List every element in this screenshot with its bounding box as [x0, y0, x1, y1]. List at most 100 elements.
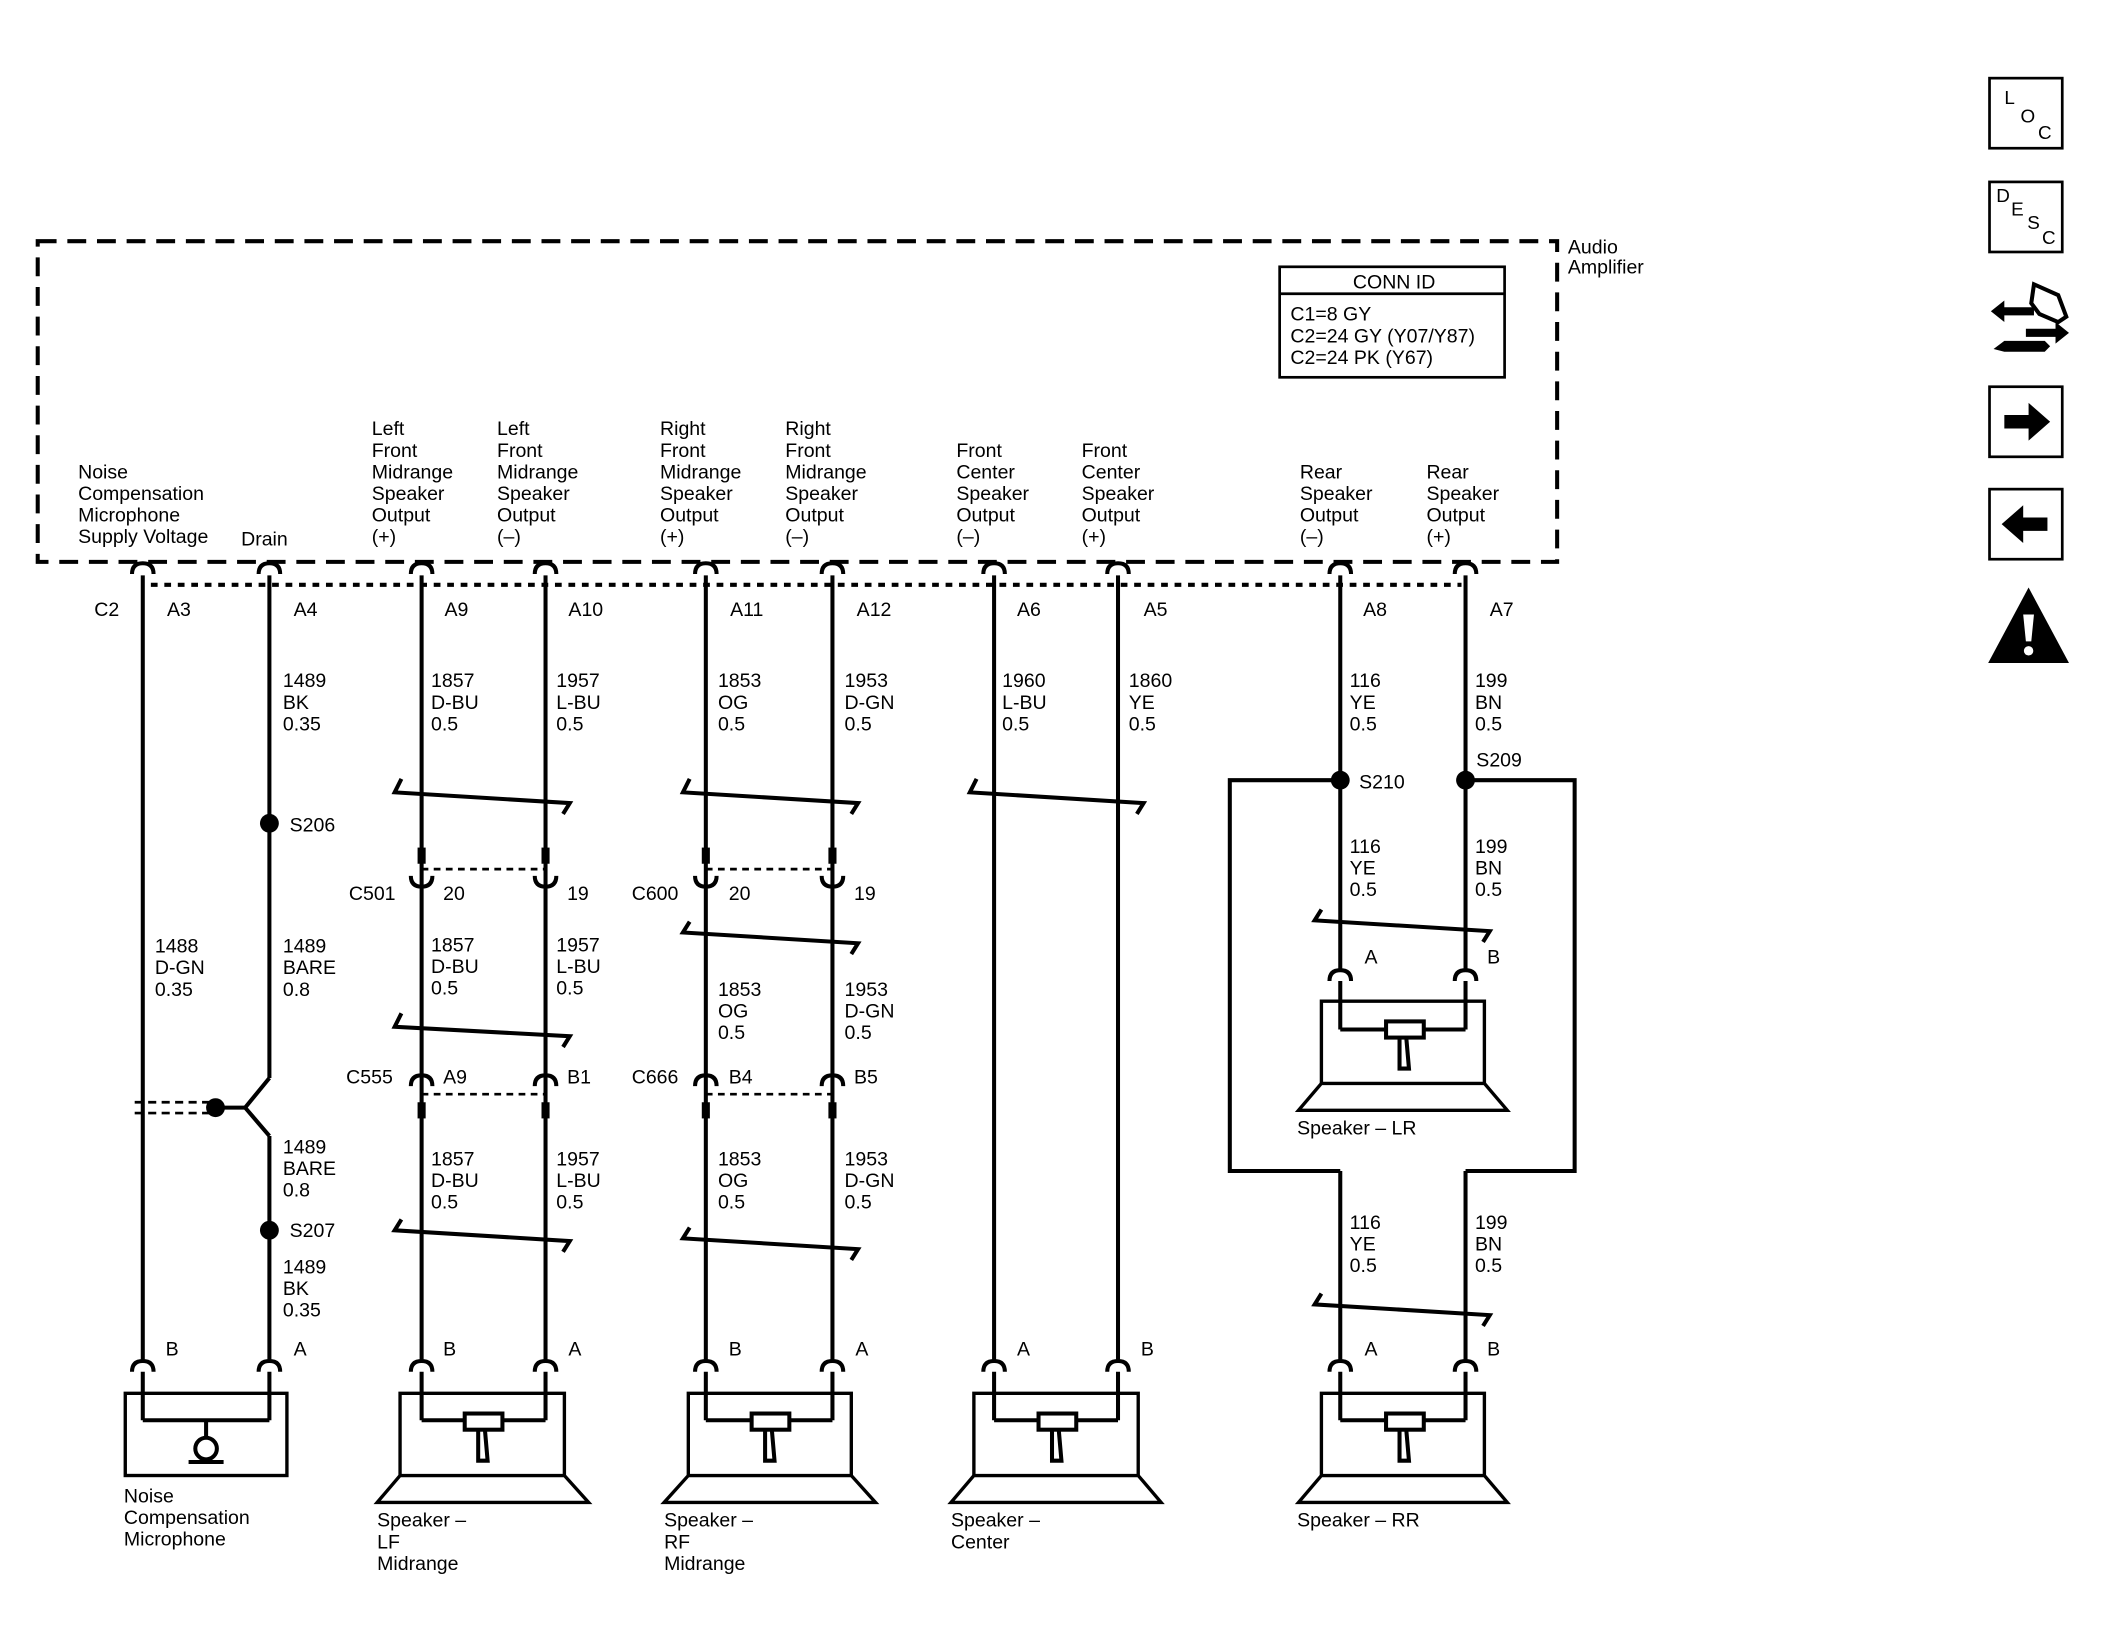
output-label: Drain [241, 529, 288, 551]
device-pin-label: B [729, 1339, 742, 1361]
wire-label: 1857 [431, 934, 474, 956]
pin-label: A5 [1144, 599, 1168, 621]
loc-icon[interactable]: L O C [1988, 76, 2064, 150]
pin-label: A7 [1490, 599, 1514, 621]
device-pin-label: A [1365, 946, 1378, 968]
wire-label: 0.5 [1475, 1255, 1502, 1277]
device-label: Compensation [124, 1507, 250, 1529]
desc-letter: D [1996, 184, 2010, 207]
wire-label: D-GN [845, 1000, 895, 1022]
wire-label: 0.5 [718, 1192, 745, 1214]
output-label: Speaker [956, 483, 1029, 505]
warning-icon[interactable] [1985, 585, 2071, 666]
device-label: RF [664, 1531, 690, 1553]
device-label: Noise [124, 1485, 174, 1507]
pin-label: A6 [1017, 599, 1041, 621]
wire-label: BK [283, 692, 309, 714]
output-label: Output [1426, 504, 1485, 526]
inline-connector-label: C555 [346, 1066, 393, 1088]
device-label: Midrange [377, 1553, 458, 1575]
wire-label: 0.5 [1350, 713, 1377, 735]
wire-label: 1853 [718, 979, 761, 1001]
output-label: Center [956, 461, 1015, 483]
desc-letter: E [2011, 198, 2024, 220]
device-pin-label: B [443, 1339, 456, 1361]
wire-label: BN [1475, 1233, 1502, 1255]
output-label: Output [1082, 504, 1141, 526]
output-label: Compensation [78, 483, 204, 505]
shield-splice-dot [206, 1098, 225, 1118]
wire-label: 1853 [718, 670, 761, 692]
wire-label: 0.5 [556, 713, 583, 735]
wire-label: YE [1129, 692, 1155, 714]
wire-label: 1489 [283, 670, 326, 692]
output-label: Output [785, 504, 844, 526]
wire-label: D-GN [845, 1170, 895, 1192]
amplifier-name-1: Audio [1568, 236, 1618, 258]
conn-id-box: CONN ID C1=8 GY C2=24 GY (Y07/Y87) C2=24… [1278, 265, 1506, 379]
output-label: Speaker [372, 483, 445, 505]
desc-icon[interactable]: D E S C [1988, 180, 2064, 254]
swap-icon[interactable] [1985, 276, 2074, 365]
device-pin-label: A [1017, 1339, 1030, 1361]
wire-label: 0.35 [155, 979, 193, 1001]
output-label: (–) [1300, 526, 1324, 548]
output-label: (+) [1426, 526, 1450, 548]
conn-id-line: C2=24 PK (Y67) [1290, 347, 1433, 369]
output-label: Midrange [372, 461, 453, 483]
wire-label: 116 [1350, 1212, 1381, 1234]
wire-label: 0.5 [1350, 1255, 1377, 1277]
wire-label: 1857 [431, 670, 474, 692]
output-label: Front [785, 440, 831, 462]
splice-s206 [259, 813, 279, 833]
speaker-lr [1294, 968, 1511, 1113]
wire-label: 1957 [556, 934, 599, 956]
splice-s209 [1456, 770, 1475, 790]
wire-label: 0.8 [283, 979, 310, 1001]
wire-label: YE [1350, 1233, 1376, 1255]
wire-label: 1860 [1129, 670, 1173, 692]
inline-pin-label: A9 [443, 1066, 467, 1088]
wire-label: OG [718, 1170, 748, 1192]
output-label: Midrange [660, 461, 741, 483]
device-pin-label: B [166, 1339, 179, 1361]
wire-label: YE [1350, 692, 1376, 714]
output-label: Left [372, 418, 405, 440]
device-pin-label: B [1487, 1339, 1500, 1361]
inline-pin-label: 20 [729, 883, 751, 905]
wire-label: 0.5 [718, 1022, 745, 1044]
inline-connector-label: C666 [632, 1066, 679, 1088]
next-arrow-icon[interactable] [1988, 385, 2064, 459]
wire-label: 0.5 [431, 713, 458, 735]
speaker-rf-midrange [660, 1358, 880, 1505]
pin-label: A9 [445, 599, 469, 621]
output-label: Front [660, 440, 706, 462]
output-label: Output [956, 504, 1015, 526]
output-labels: Noise Compensation Microphone Supply Vol… [78, 418, 1500, 550]
output-label: Output [660, 504, 719, 526]
wire-label: 0.5 [845, 1192, 872, 1214]
connector-c2-label: C2 [94, 599, 119, 621]
output-label: Microphone [78, 504, 180, 526]
output-label: Left [497, 418, 530, 440]
wire-label: 1957 [556, 670, 599, 692]
splice-s210 [1330, 770, 1350, 790]
wire-label: 1489 [283, 1256, 326, 1278]
device-label: Midrange [664, 1553, 745, 1575]
wire-label: 0.5 [1129, 713, 1156, 735]
splice-s207 [259, 1220, 279, 1240]
output-label: Output [372, 504, 431, 526]
wire-label: 0.5 [556, 1192, 583, 1214]
output-label: Speaker [660, 483, 733, 505]
output-label: (+) [372, 526, 396, 548]
device-label: LF [377, 1531, 400, 1553]
output-label: Speaker [1082, 483, 1155, 505]
output-label: Front [497, 440, 543, 462]
wire-label: BARE [283, 1158, 336, 1180]
wire-label: YE [1350, 858, 1376, 880]
prev-arrow-icon[interactable] [1988, 487, 2064, 561]
wire-label: 0.35 [283, 1300, 321, 1322]
output-label: Midrange [497, 461, 578, 483]
output-label: Rear [1300, 461, 1343, 483]
